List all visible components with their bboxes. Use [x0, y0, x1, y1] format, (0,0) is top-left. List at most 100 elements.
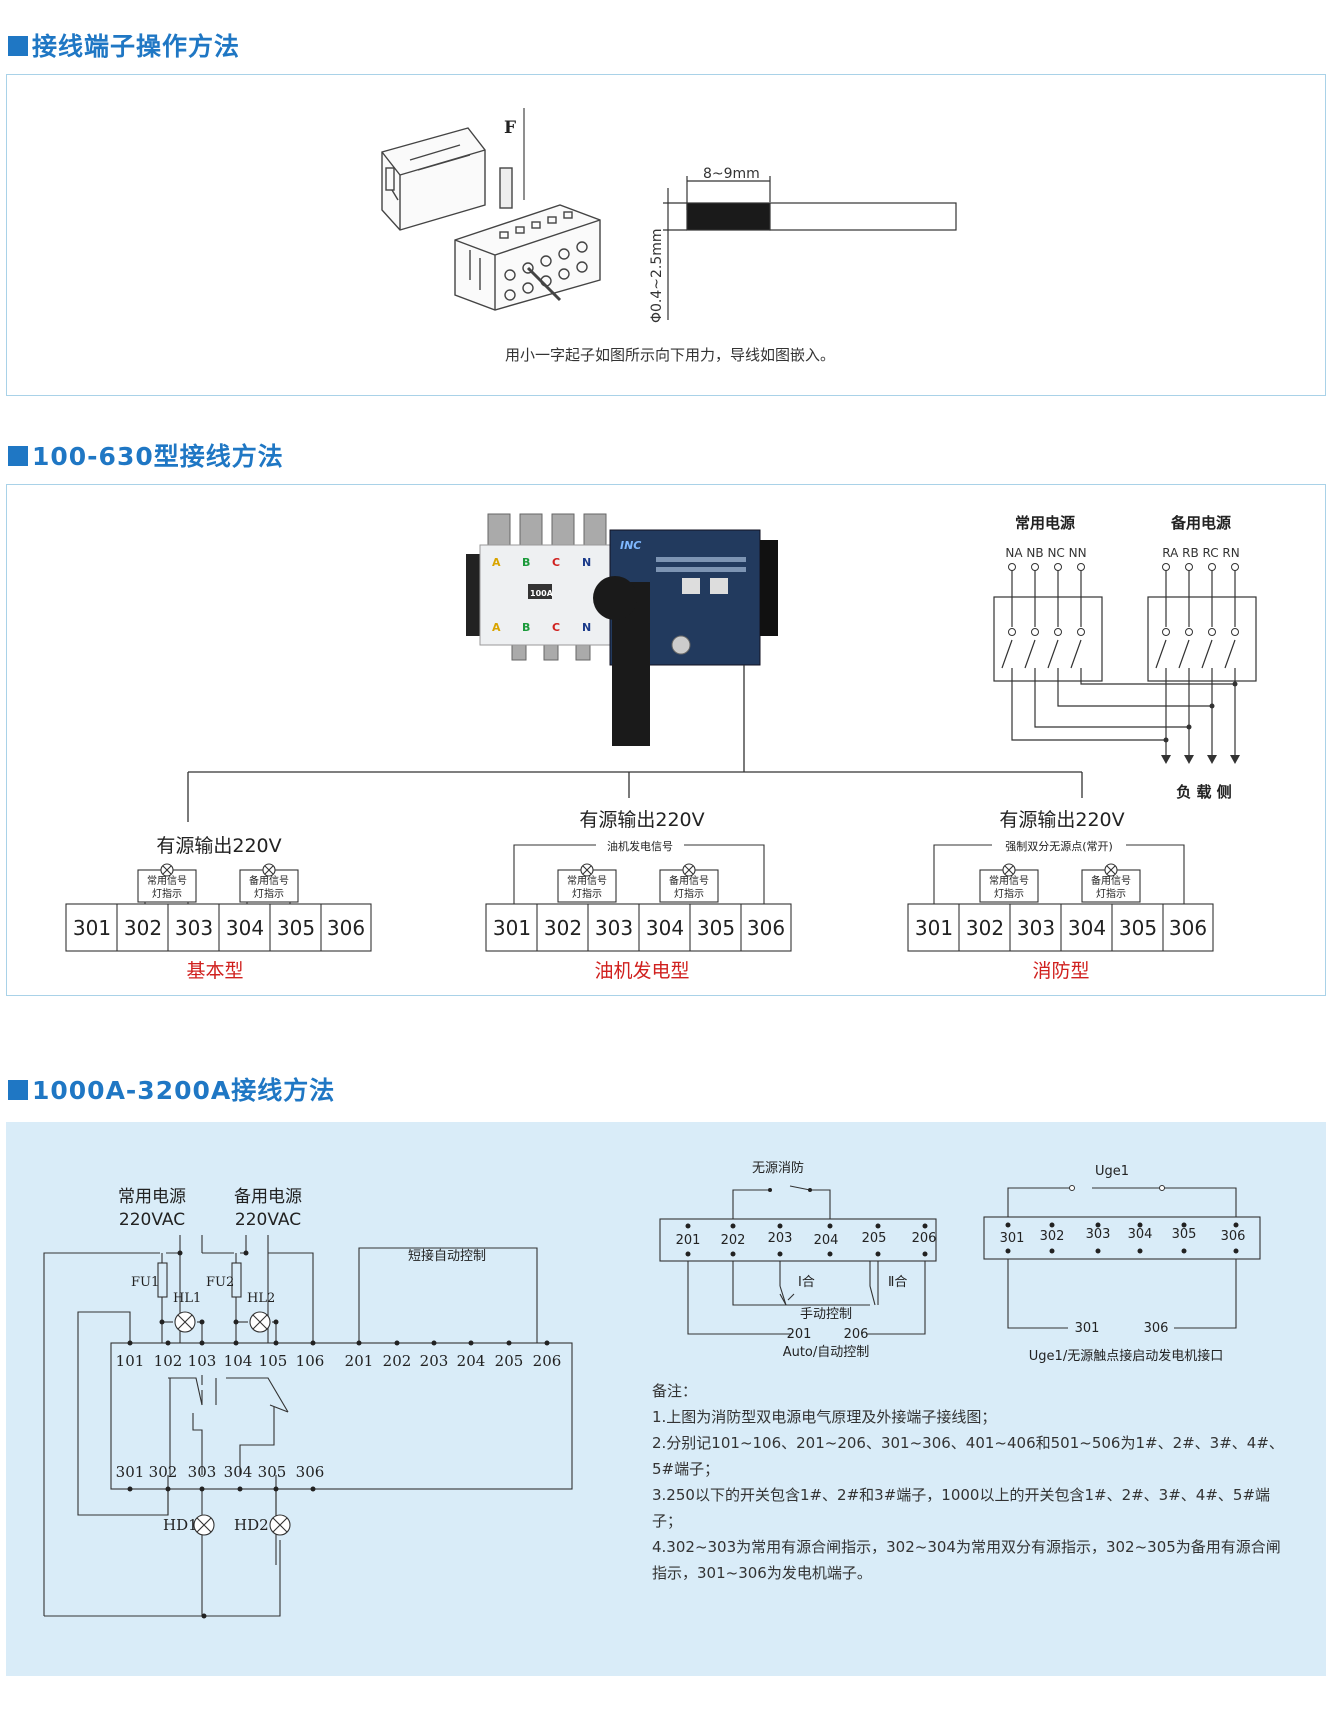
section-bullet-icon — [8, 446, 28, 466]
terminal-group-basic: 有源输出220V 常用信号 灯指示 备用信号 灯指示 301 302 303 3… — [65, 835, 372, 982]
note-item-2: 2.分别记101~106、201~206、301~306、401~406和501… — [652, 1434, 1284, 1478]
phase-c-bottom: C — [552, 621, 560, 634]
fire-terminal-205: 205 — [862, 1231, 887, 1246]
lamp2-label: HL2 — [247, 1291, 275, 1306]
row1-106: 106 — [296, 1352, 325, 1370]
gen-output-301: 301 — [1075, 1321, 1100, 1336]
main-common-voltage: 220VAC — [119, 1210, 185, 1230]
section-bullet-icon — [8, 1080, 28, 1100]
row1-103: 103 — [188, 1352, 217, 1370]
fuse1-label: FU1 — [131, 1275, 159, 1290]
terminal-block-drawing — [381, 108, 601, 311]
section-title-terminal-operation: 接线端子操作方法 — [8, 27, 240, 63]
backup-phases-label: RA RB RC RN — [1162, 546, 1240, 560]
gen-terminal-306: 306 — [1221, 1229, 1246, 1244]
row2-301: 301 — [116, 1463, 145, 1481]
strip-length-label: 8~9mm — [703, 166, 760, 182]
phase-n-bottom: N — [582, 621, 591, 634]
section-bullet-icon — [8, 36, 28, 56]
uge-label: Uge1 — [1095, 1164, 1129, 1179]
group-output-label: 有源输出220V — [999, 809, 1124, 831]
notes-heading: 备注： — [652, 1382, 698, 1400]
terminal-304: 304 — [1068, 916, 1106, 940]
generator-terminal-dots — [1005, 1185, 1239, 1254]
fuse2-label: FU2 — [206, 1275, 234, 1290]
row2-306: 306 — [296, 1463, 325, 1481]
fire-source-label: 无源消防 — [752, 1160, 804, 1176]
terminal-305: 305 — [697, 916, 735, 940]
row2-304: 304 — [224, 1463, 253, 1481]
phase-c-top: C — [552, 556, 560, 569]
lamp-common-line2: 灯指示 — [994, 887, 1024, 900]
terminal-306: 306 — [327, 916, 365, 940]
main-common-source: 常用电源 — [118, 1187, 186, 1207]
phase-b-top: B — [522, 556, 530, 569]
brand-logo: INC — [620, 539, 641, 552]
row2-305: 305 — [258, 1463, 287, 1481]
terminal-302: 302 — [124, 916, 162, 940]
lamp-backup-line2: 灯指示 — [1096, 887, 1126, 900]
terminal-303: 303 — [595, 916, 633, 940]
lamp-common-line2: 灯指示 — [572, 887, 602, 900]
note-item-3: 3.250以下的开关包含1#、2#和3#端子，1000以上的开关包含1#、2#、… — [652, 1486, 1271, 1530]
source-switch-schematic — [993, 567, 1257, 757]
backup-source-label: 备用电源 — [1170, 514, 1231, 532]
generator-interface-caption: Uge1/无源触点接启动发电机接口 — [1029, 1348, 1223, 1364]
terminal-306: 306 — [747, 916, 785, 940]
lamp-common-line1: 常用信号 — [567, 874, 607, 887]
branch-lines — [187, 665, 1083, 822]
fire-terminal-203: 203 — [768, 1231, 793, 1246]
gen-terminal-304: 304 — [1128, 1227, 1153, 1242]
phase-a-bottom: A — [492, 621, 501, 634]
terminal-302: 302 — [544, 916, 582, 940]
auto-control-label: Auto/自动控制 — [783, 1345, 870, 1360]
main-backup-source: 备用电源 — [234, 1187, 302, 1207]
main-schematic — [43, 1235, 573, 1617]
lamp-backup-line2: 灯指示 — [254, 887, 284, 900]
row1-206: 206 — [533, 1352, 562, 1370]
notes-block: 备注： 1.上图为消防型双电源电气原理及外接端子接线图； 2.分别记101~10… — [652, 1378, 1292, 1586]
type-basic-label: 基本型 — [186, 960, 243, 982]
row2-303: 303 — [188, 1463, 217, 1481]
generator-start-schematic — [983, 1187, 1261, 1329]
lamp1-label: HL1 — [173, 1291, 201, 1306]
switch-contact-dots — [1008, 563, 1240, 764]
type-generator-label: 油机发电型 — [594, 960, 689, 982]
fire-control-schematic — [659, 1185, 937, 1335]
terminal-301: 301 — [915, 916, 953, 940]
terminal-304: 304 — [226, 916, 264, 940]
group-output-label: 有源输出220V — [156, 835, 281, 857]
fire-terminal-204: 204 — [814, 1233, 839, 1248]
main-backup-voltage: 220VAC — [235, 1210, 301, 1230]
manual-control-label: 手动控制 — [800, 1307, 852, 1322]
fire-signal-label: 强制双分无源点(常开) — [1005, 839, 1113, 853]
common-phases-label: NA NB NC NN — [1005, 546, 1086, 560]
terminal-group-generator: 有源输出220V 油机发电信号 常用信号 灯指示 备用信号 灯指示 301 30… — [485, 809, 792, 982]
row1-101: 101 — [116, 1352, 145, 1370]
fire-terminal-201: 201 — [676, 1233, 701, 1248]
section-title-1000-3200: 1000A-3200A接线方法 — [8, 1071, 335, 1107]
wire-diameter-label: Φ0.4~2.5mm — [649, 228, 665, 323]
row1-204: 204 — [457, 1352, 486, 1370]
short-auto-label: 短接自动控制 — [408, 1248, 486, 1264]
wire-strip-drawing — [663, 176, 957, 320]
schematic-dots — [127, 1250, 550, 1619]
hd1-label: HD1 — [163, 1516, 198, 1534]
gen-terminal-301: 301 — [1000, 1231, 1025, 1246]
phase-b-bottom: B — [522, 621, 530, 634]
terminal-301: 301 — [493, 916, 531, 940]
note-item-4: 4.302~303为常用有源合闸指示，302~304为常用双分有源指示，302~… — [652, 1538, 1281, 1582]
lamp-common-line1: 常用信号 — [147, 874, 187, 887]
row1-202: 202 — [383, 1352, 412, 1370]
terminal-306: 306 — [1169, 916, 1207, 940]
section-title-100-630: 100-630型接线方法 — [8, 437, 284, 473]
phase-a-top: A — [492, 556, 501, 569]
row1-205: 205 — [495, 1352, 524, 1370]
terminal-303: 303 — [175, 916, 213, 940]
terminal-302: 302 — [966, 916, 1004, 940]
lamp-common-line2: 灯指示 — [152, 887, 182, 900]
hd2-label: HD2 — [234, 1516, 269, 1534]
